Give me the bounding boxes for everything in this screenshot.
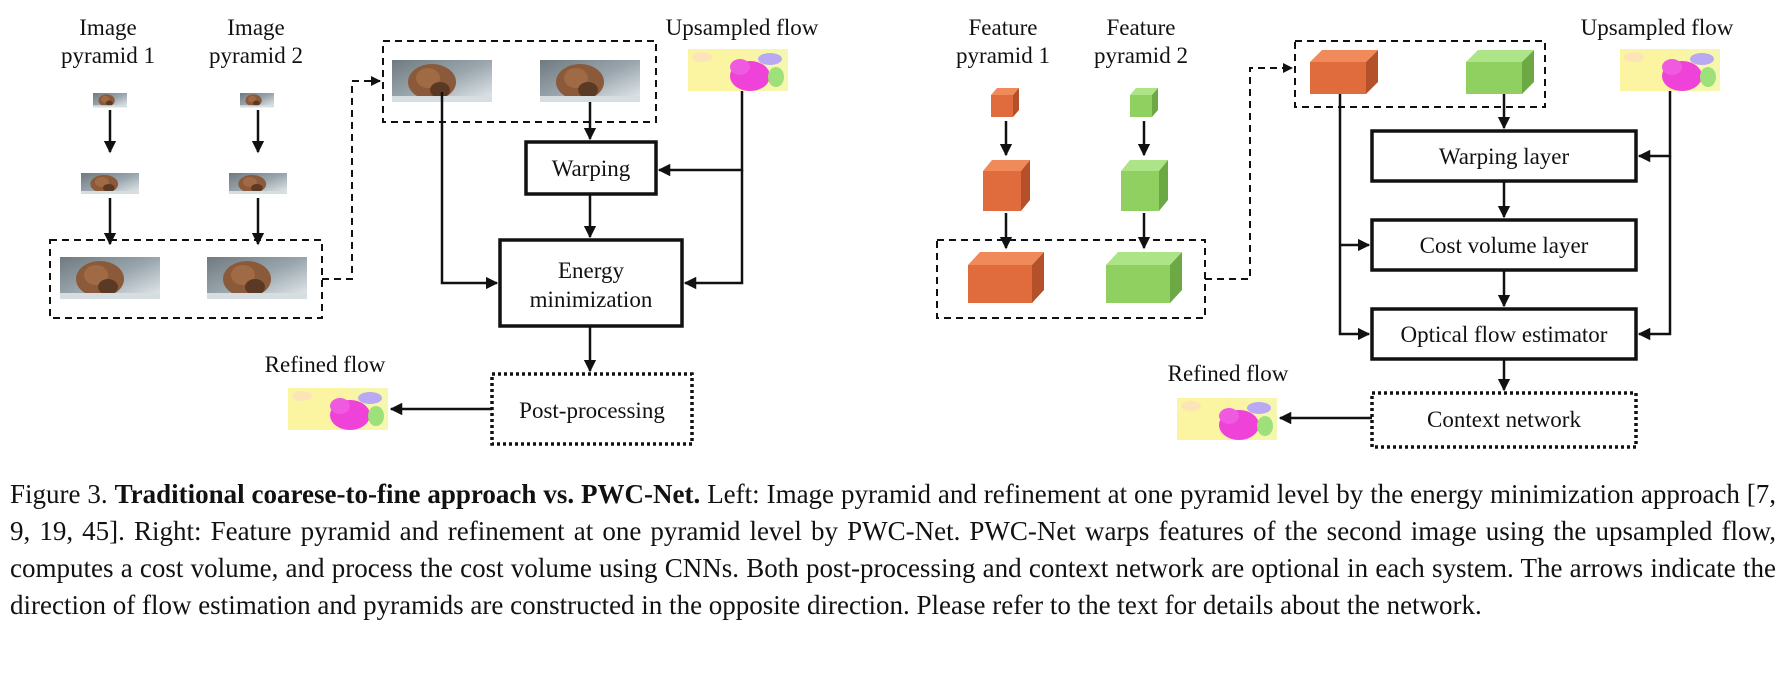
- right-current-level-features: [1294, 40, 1546, 108]
- feature1-level2-cube: [983, 160, 1030, 211]
- feature2-level2-cube: [1121, 160, 1168, 211]
- warping-layer-box: [1370, 129, 1638, 183]
- feature-pyramid-2-label-line1: Feature: [1107, 15, 1176, 40]
- caption-figure-label: Figure 3.: [10, 479, 108, 509]
- right-upsampled-flow-image: [1620, 49, 1720, 91]
- context-network-label: Context network: [1427, 407, 1581, 432]
- feature-pyramid-1-label-line1: Feature: [969, 15, 1038, 40]
- refined-flow-label-right: Refined flow: [1168, 361, 1289, 386]
- energy-minimization-box: [498, 238, 684, 328]
- feature2-level3-cube: [1130, 88, 1158, 117]
- image-pyramid-2-label-line2: pyramid 2: [209, 43, 303, 68]
- warping-label: Warping: [552, 156, 631, 181]
- pyramid1-level1-image: [60, 257, 160, 299]
- cost-volume-layer-label: Cost volume layer: [1420, 233, 1589, 258]
- upsampled-flow-label-right: Upsampled flow: [1581, 15, 1734, 40]
- left-diagram: Image pyramid 1 Image pyramid 2 Upsample…: [49, 15, 819, 446]
- energy-minimization-label-line1: Energy: [558, 258, 625, 283]
- left-pyramid-level-group: [49, 239, 323, 319]
- right-refined-flow-image: [1177, 398, 1277, 440]
- upsampled-flow-label-left: Upsampled flow: [666, 15, 819, 40]
- pyramid-comparison-diagram: Image pyramid 1 Image pyramid 2 Upsample…: [49, 15, 1734, 449]
- refined-flow-label-left: Refined flow: [265, 352, 386, 377]
- left-current-level-images: [382, 40, 657, 123]
- pyramid2-level3-image: [240, 93, 274, 108]
- feature1-level3-cube: [991, 88, 1019, 117]
- current-feature-1-cube: [1310, 50, 1378, 94]
- figure-caption: Figure 3. Traditional coarese-to-fine ap…: [10, 476, 1776, 624]
- caption-body: Left: Image pyramid and refinement at on…: [10, 479, 1777, 620]
- feature-pyramid-2-label-line2: pyramid 2: [1094, 43, 1188, 68]
- energy-minimization-label-line2: minimization: [530, 287, 653, 312]
- feature2-level1-cube: [1106, 252, 1182, 303]
- pyramid1-level2-image: [81, 173, 139, 194]
- pyramid1-level3-image: [93, 93, 127, 108]
- right-diagram: Feature pyramid 1 Feature pyramid 2 Upsa…: [936, 15, 1734, 449]
- optical-flow-estimator-label: Optical flow estimator: [1401, 322, 1608, 347]
- pyramid2-level2-image: [229, 173, 287, 194]
- left-refined-flow-image: [288, 388, 388, 430]
- current-feature-2-cube: [1466, 50, 1534, 94]
- post-processing-label: Post-processing: [519, 398, 665, 423]
- image-pyramid-1-label-line2: pyramid 1: [61, 43, 155, 68]
- warping-layer-label: Warping layer: [1439, 144, 1570, 169]
- current-image-2: [540, 60, 640, 102]
- feature-pyramid-1-label-line2: pyramid 1: [956, 43, 1050, 68]
- left-upsampled-flow-image: [688, 49, 788, 91]
- caption-bold-title: Traditional coarese-to-fine approach vs.…: [114, 479, 701, 509]
- pyramid2-level1-image: [207, 257, 307, 299]
- image-pyramid-1-label-line1: Image: [79, 15, 136, 40]
- image-pyramid-2-label-line1: Image: [227, 15, 284, 40]
- context-network-box: [1370, 391, 1638, 449]
- feature1-level1-cube: [968, 252, 1044, 303]
